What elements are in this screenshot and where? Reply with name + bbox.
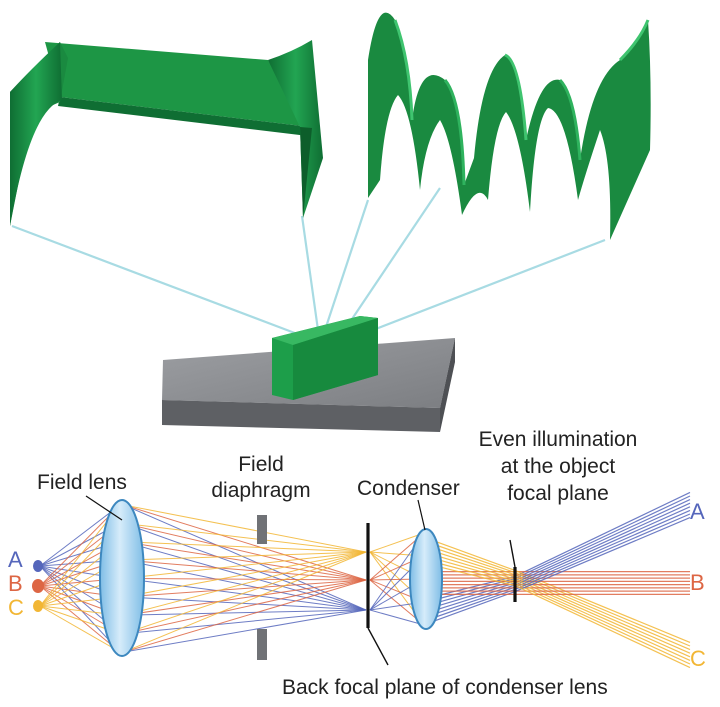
ray (123, 578, 367, 581)
ray (429, 560, 516, 584)
condenser-output-rays (429, 491, 691, 669)
field-diaphragm-label-line1: Field (238, 453, 284, 476)
ray (123, 541, 367, 553)
ray (123, 541, 367, 581)
ray (123, 551, 367, 616)
ray (123, 551, 367, 579)
ray (39, 605, 121, 653)
ray (39, 585, 121, 653)
ray (514, 578, 691, 658)
source-label-c-left: C (8, 595, 24, 620)
projection-lines (11, 187, 606, 337)
ray (514, 513, 691, 590)
ray (514, 569, 691, 643)
ray (123, 578, 367, 611)
ray (429, 549, 516, 578)
ray (429, 538, 516, 572)
back-focal-plane-leader (367, 627, 389, 666)
ray (123, 559, 367, 611)
ray (514, 509, 691, 588)
ray (123, 541, 367, 611)
flat-intensity-profile (10, 40, 323, 226)
condenser-leader (417, 499, 426, 531)
ray (123, 596, 367, 611)
ray (123, 579, 367, 635)
ray (429, 556, 516, 582)
ray (369, 609, 425, 626)
ray (514, 502, 691, 584)
ray (123, 504, 367, 581)
ray (39, 504, 121, 587)
ray (429, 590, 516, 624)
ray (123, 609, 367, 653)
ray (429, 582, 516, 609)
source-label-a-left: A (8, 547, 23, 572)
aperture-stop-icon (257, 515, 267, 660)
biconvex-lens-icon (99, 499, 145, 657)
source-c-icon (33, 600, 43, 612)
ray (514, 582, 691, 665)
ray (369, 532, 425, 553)
ray (123, 609, 367, 616)
ray (514, 506, 691, 586)
ray (514, 572, 691, 647)
ray (429, 553, 516, 580)
back-focal-plane-label: Back focal plane of condenser lens (282, 676, 608, 699)
even-illumination-label-line3: focal plane (507, 482, 609, 505)
source-b-icon (32, 579, 44, 593)
ray (514, 491, 691, 577)
ray (514, 585, 691, 669)
ray (123, 579, 367, 616)
ray (123, 522, 367, 553)
condenser-label: Condenser (357, 477, 460, 500)
ray (429, 564, 516, 587)
ray (429, 546, 516, 576)
object-focal-plane-leader (509, 539, 516, 568)
ray (429, 586, 516, 616)
ray (123, 504, 367, 553)
ray (123, 522, 367, 581)
even-illumination-label-line1: Even illumination (479, 428, 638, 451)
biconvex-lens-icon (409, 528, 443, 630)
source-label-b-left: B (8, 571, 23, 596)
ray (39, 565, 121, 653)
ray (514, 576, 691, 654)
ray (514, 517, 691, 593)
ray (123, 559, 367, 581)
ray (514, 499, 691, 582)
ray (429, 542, 516, 574)
ray (123, 551, 367, 635)
ray (123, 579, 367, 653)
ray (123, 522, 367, 611)
wavy-intensity-profile (368, 12, 651, 240)
ray (123, 551, 367, 598)
ray (514, 495, 691, 580)
ray (123, 579, 367, 598)
ray (123, 609, 367, 635)
ray (39, 504, 121, 567)
source-label-a-right: A (690, 499, 705, 524)
field-diaphragm-label-line2: diaphragm (211, 479, 310, 502)
specimen-on-stage (162, 316, 455, 432)
source-a-icon (33, 560, 43, 572)
light-sources (32, 560, 44, 612)
ray (123, 551, 367, 561)
field-lens-label: Field lens (37, 471, 127, 494)
field-lens-leader (85, 495, 123, 521)
ray (514, 580, 691, 661)
ray (514, 574, 691, 651)
ray (123, 551, 367, 653)
even-illumination-label-line2: at the object (501, 455, 616, 478)
source-label-c-right: C (690, 646, 706, 671)
source-label-b-right: B (690, 570, 705, 595)
ray (429, 584, 516, 613)
